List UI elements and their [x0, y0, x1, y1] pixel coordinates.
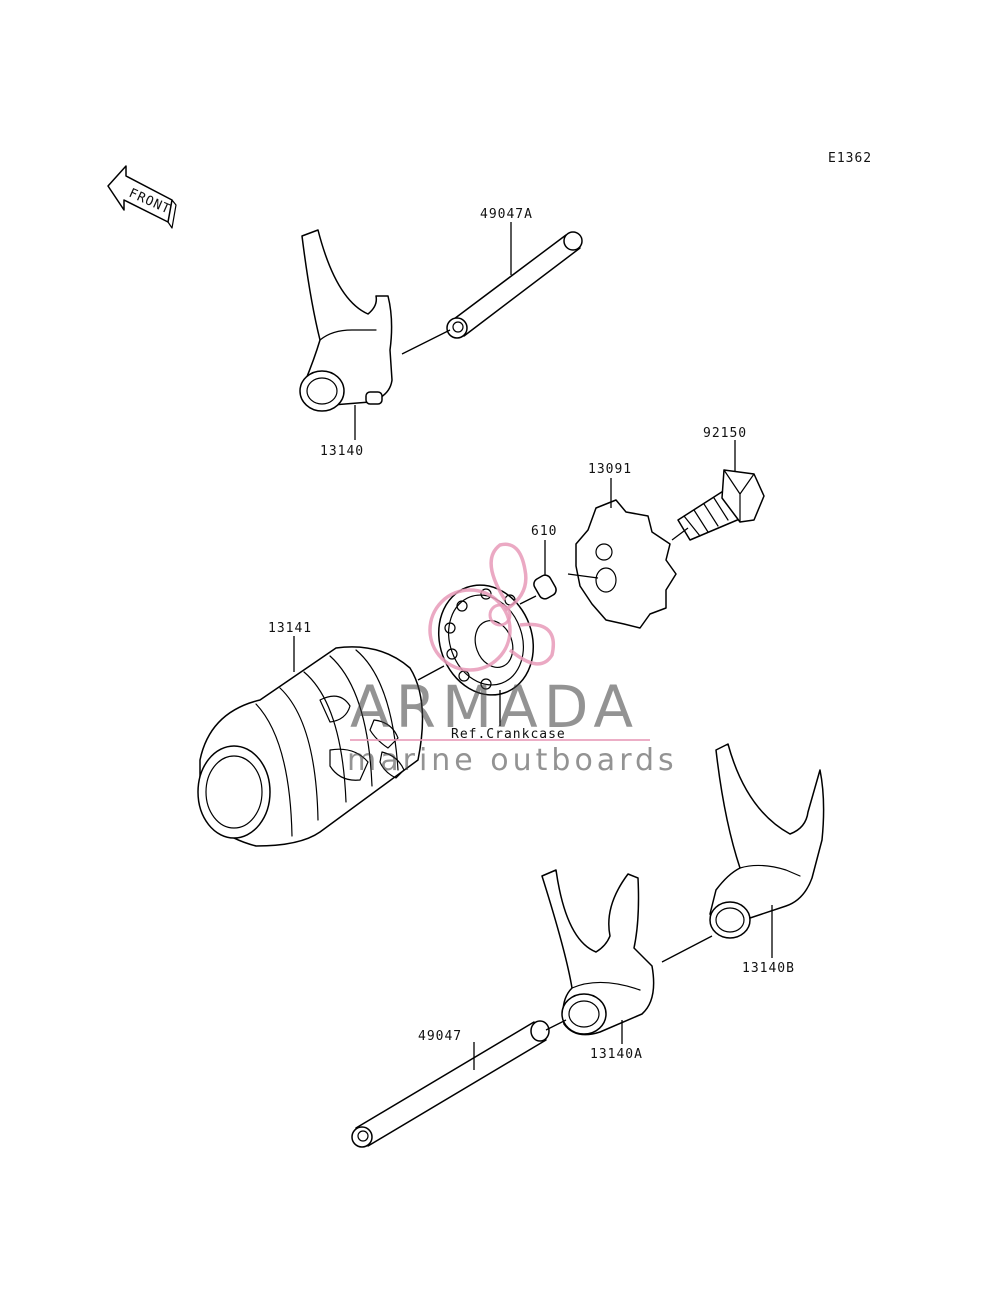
shift-cam-13091 — [575, 499, 677, 629]
part-label-13140a: 13140A — [590, 1047, 643, 1062]
shift-fork-13140b — [709, 743, 825, 939]
part-label-49047: 49047 — [418, 1029, 462, 1044]
part-label-92150: 92150 — [703, 426, 747, 441]
part-label-13140: 13140 — [320, 444, 364, 459]
part-label-13140b: 13140B — [742, 961, 795, 976]
watermark-logo-icon — [428, 542, 555, 672]
shift-fork-13140 — [299, 229, 393, 412]
part-label-610: 610 — [531, 524, 557, 539]
shift-fork-13140a — [541, 869, 655, 1036]
pin-610 — [533, 574, 557, 600]
part-label-13091: 13091 — [588, 462, 632, 477]
part-label-49047a: 49047A — [480, 207, 533, 222]
shift-rod-upper — [446, 231, 583, 339]
shift-drum-13141 — [197, 646, 424, 847]
part-label-13141: 13141 — [268, 621, 312, 636]
shift-rod-lower — [351, 1020, 550, 1148]
part-label-ref-crankcase: Ref.Crankcase — [451, 727, 566, 742]
front-arrow-icon: FRONT — [107, 165, 177, 229]
diagram-id: E1362 — [828, 151, 872, 166]
watermark-brand: ARMADA — [350, 673, 639, 741]
bolt-92150 — [677, 469, 765, 541]
watermark-tagline: marine outboards — [347, 743, 678, 778]
